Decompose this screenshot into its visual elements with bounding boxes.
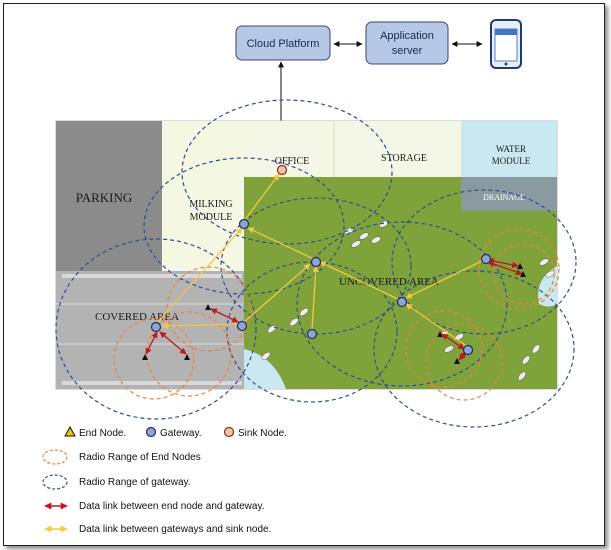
end-node [205, 304, 211, 310]
end-node [142, 354, 148, 360]
end-range-legend-icon [42, 449, 68, 465]
sink-node [276, 164, 288, 176]
end-node-range-circle [113, 318, 195, 400]
water-module-area [461, 121, 557, 177]
end-node-legend-icon [64, 425, 76, 437]
covered-area [56, 271, 244, 389]
figure-frame: Cloud Platform Application server [3, 3, 605, 546]
sink-node-legend-icon [223, 426, 235, 438]
legend-gateway: Gateway. [160, 428, 202, 439]
uncovered-area-label: UNCOVERED AREA [339, 276, 439, 288]
water-module-label-2: MODULE [492, 156, 531, 166]
end-node-range-circle [425, 323, 503, 401]
gateway-node [396, 296, 408, 308]
end-node [454, 358, 460, 364]
storage-label: STORAGE [381, 153, 427, 164]
legend-sink-node: Sink Node. [238, 428, 287, 439]
water-pond-left [244, 349, 286, 389]
legend-radio-end: Radio Range of End Nodes [79, 452, 201, 463]
milking-module-label-1: MILKING [189, 199, 232, 210]
legend: End Node. Gateway. Sink Node. Radio Rang… [42, 425, 287, 535]
application-server-box: Application server [365, 21, 449, 65]
legend-link-gateway-sink: Data link between gateways and sink node… [79, 524, 271, 535]
gateway-range-legend-icon [42, 474, 68, 490]
end-node [520, 271, 526, 277]
cloud-platform-label: Cloud Platform [247, 38, 320, 50]
gateway-range-circle [296, 221, 508, 387]
legend-end-node: End Node. [79, 428, 126, 439]
gateway-node [238, 218, 250, 230]
legend-link-end-gateway: Data link between end node and gateway. [79, 501, 265, 512]
drainage-label: DRAINAGE [483, 193, 525, 202]
drainage-area [461, 177, 557, 211]
application-server-label-2: server [392, 45, 423, 57]
gateway-node [310, 256, 322, 268]
end-node [437, 331, 443, 337]
parking-label: PARKING [76, 190, 133, 205]
office-label: OFFICE [275, 156, 309, 167]
gateway-node [480, 253, 492, 265]
uncovered-area [244, 177, 557, 389]
legend-radio-gateway: Radio Range of gateway. [79, 477, 191, 488]
gateway-range-circle [391, 189, 577, 335]
gateway-legend-icon [145, 426, 157, 438]
end-node [184, 354, 190, 360]
covered-area-label: COVERED AREA [95, 311, 179, 323]
cloud-platform-box: Cloud Platform [235, 25, 331, 61]
iot-farm-network-diagram: Cloud Platform Application server [42, 19, 577, 535]
gateway-nodes [150, 218, 492, 356]
water-module-label-1: WATER [496, 144, 526, 154]
gateway-node [150, 321, 162, 333]
application-server-label-1: Application [380, 30, 434, 42]
gateway-range-circle [373, 270, 575, 428]
end-node-range-circle [478, 228, 560, 310]
office-storage-strip [244, 121, 461, 177]
milking-module-area [162, 121, 244, 268]
parking-area [56, 121, 162, 271]
end-gateway-links [145, 257, 523, 361]
end-node-range-circle [146, 311, 232, 397]
end-node-range-circle [166, 266, 252, 352]
gateway-range-circle [181, 99, 393, 245]
milking-module-label-2: MODULE [190, 212, 233, 223]
gateway-node [462, 344, 474, 356]
water-pond-right [538, 266, 557, 307]
end-node [517, 263, 523, 269]
end-nodes [142, 263, 526, 364]
end-node-range-circle [405, 310, 483, 388]
gateway-node [236, 320, 248, 332]
smartphone-icon [490, 19, 522, 69]
gateway-range-circle [143, 157, 345, 295]
gateway-node [306, 328, 318, 340]
gateway-range-circle [55, 238, 257, 420]
